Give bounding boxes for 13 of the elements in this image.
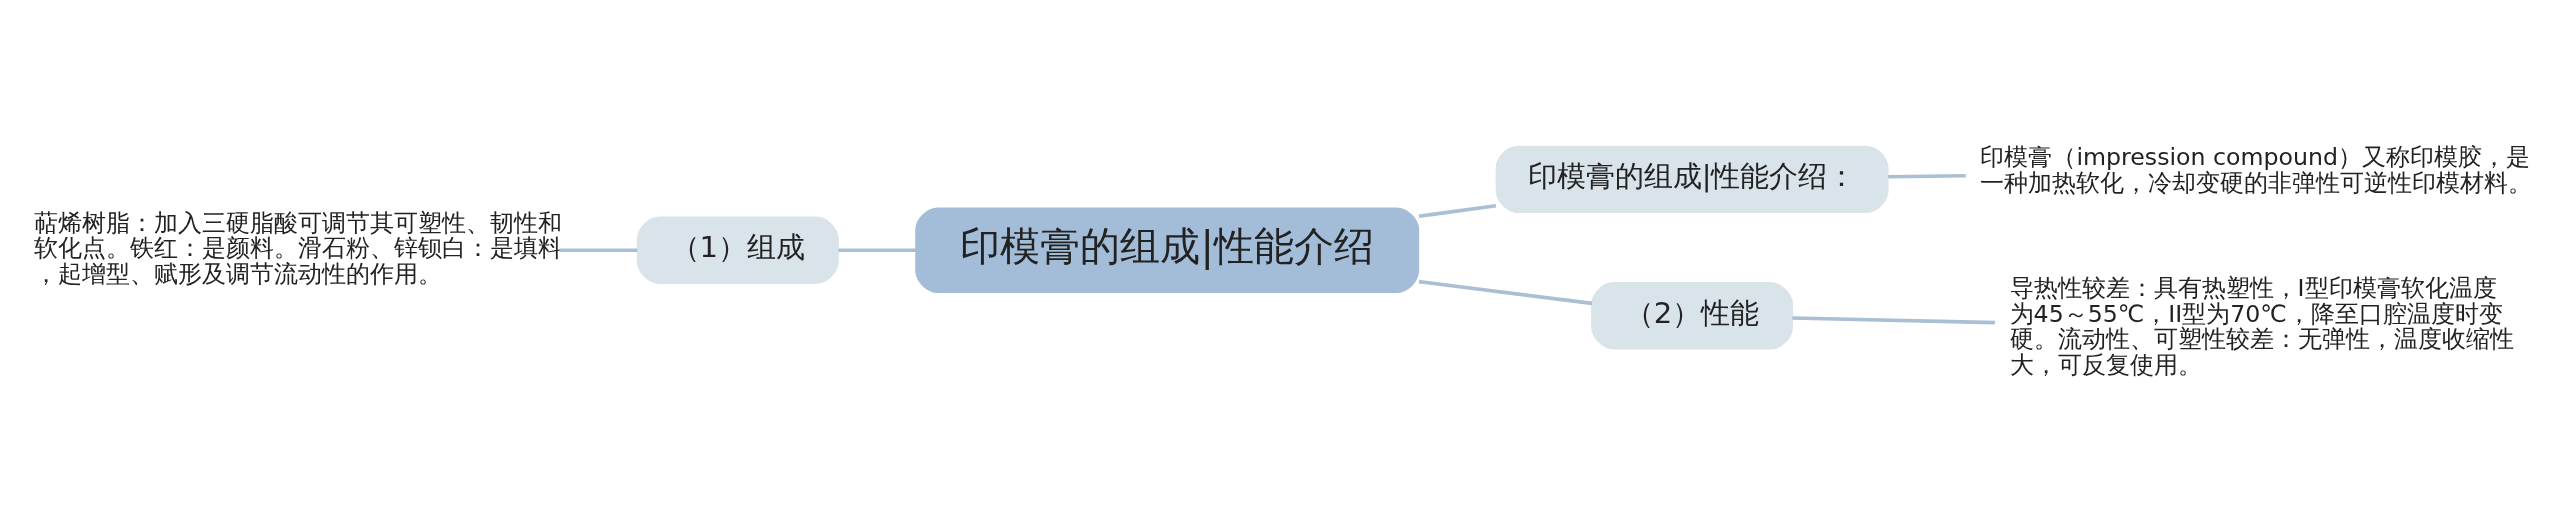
connector	[559, 247, 638, 252]
node-text: 导热性较差：具有热塑性，I型印模膏软化温度为45～55℃，II型为70℃，降至口腔温度时变硬。流动性、可塑性较差：无弹性，温度收缩性大，可反复使用。	[2009, 273, 2514, 379]
connector	[1792, 315, 1995, 324]
node-box: （2）性能	[1591, 281, 1794, 349]
connector	[838, 247, 917, 252]
node-text: 萜烯树脂：加入三硬脂酸可调节其可塑性、韧性和软化点。铁红：是颜料。滑石粉、锌钡白：是填料，起增型、赋形及调节流动性的作用。	[33, 208, 562, 288]
node-text: 印模膏（impression compound）又称印模胶，是一种加热软化，冷却变硬的非弹性可逆性印模材料。	[1980, 142, 2533, 197]
node-box: 印模膏的组成|性能介绍	[915, 207, 1420, 293]
connector	[1418, 279, 1593, 305]
connector	[1418, 203, 1497, 218]
node-box: （1）组成	[636, 216, 839, 284]
node-box: 印模膏的组成|性能介绍：	[1495, 145, 1889, 213]
connector	[1888, 173, 1966, 179]
